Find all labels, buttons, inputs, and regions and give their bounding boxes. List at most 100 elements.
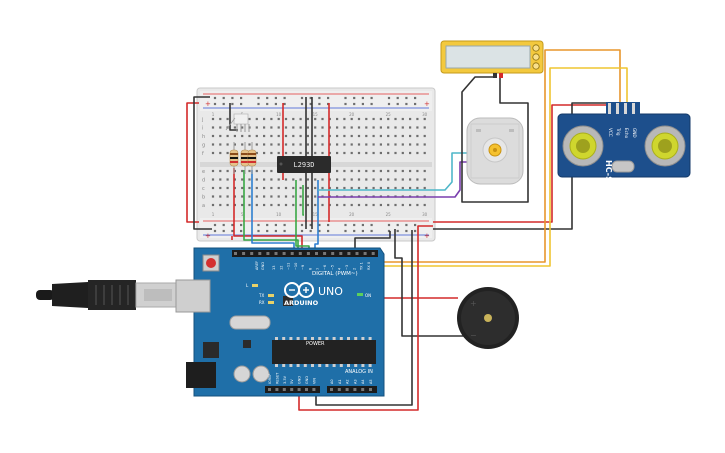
arduino-brand: ARDUINO (284, 299, 319, 307)
breadboard-column-number: 10 (276, 112, 282, 117)
header-pin[interactable] (290, 388, 294, 391)
reset-button[interactable] (206, 258, 216, 268)
multimeter-knob-icon (532, 62, 540, 70)
breadboard-row-letter: h (202, 134, 205, 140)
wire-black[interactable] (193, 96, 212, 230)
rail-plus-label: + (424, 232, 430, 240)
wire-black[interactable] (461, 76, 529, 203)
buzzer-plus-label: + (470, 299, 477, 308)
wire-red[interactable] (186, 102, 199, 223)
breadboard-column-number: 20 (349, 212, 355, 217)
power-pin-label: 5V (290, 379, 294, 384)
header-pin[interactable] (274, 252, 278, 255)
breadboard-column-number: 15 (313, 212, 319, 217)
chip-label: L293D (293, 161, 314, 169)
ultrasonic-sensor[interactable]: VCC Trig Echo GND HC-SR04 (557, 102, 691, 200)
header-pin[interactable] (312, 388, 316, 391)
power-pin-label: RESET (275, 372, 279, 384)
header-pin[interactable] (268, 388, 271, 391)
sensor-pin-label: Echo (624, 128, 629, 139)
header-pin[interactable] (282, 252, 286, 255)
header-pin[interactable] (298, 252, 302, 255)
header-pin[interactable] (330, 388, 333, 391)
header-pin[interactable] (323, 252, 327, 255)
digital-pin-label: ~6 (323, 265, 327, 270)
wire-black[interactable] (394, 229, 470, 337)
digital-header (232, 250, 378, 257)
wire-cyan[interactable] (318, 152, 470, 191)
header-pin[interactable] (306, 252, 310, 255)
arduino-uno[interactable]: DIGITAL (PWM~) POWER ANALOG IN AREF GND … (175, 247, 385, 397)
buzzer-minus-label: − (470, 331, 477, 340)
header-pin[interactable] (363, 252, 367, 255)
wire-red[interactable] (298, 225, 433, 411)
power-pin-label: IOREF (268, 374, 272, 384)
analog-header (327, 386, 377, 393)
breadboard-row-letter: b (202, 195, 205, 201)
led-on-label: ON (365, 293, 371, 298)
digital-pin-label: ~10 (294, 263, 298, 270)
breadboard-row-letter: f (202, 151, 204, 157)
led-rx-label: RX (259, 300, 265, 305)
header-pin[interactable] (282, 388, 286, 391)
breadboard-row-letter: j (201, 117, 203, 123)
wire-red[interactable] (433, 104, 610, 223)
piezo-buzzer[interactable]: + − (457, 287, 519, 349)
resistor-3[interactable] (247, 142, 257, 174)
rgb-led[interactable] (225, 113, 250, 132)
header-pin[interactable] (339, 252, 343, 255)
header-pin[interactable] (369, 388, 372, 391)
l293d-chip[interactable]: L293D (277, 156, 331, 173)
header-pin[interactable] (355, 252, 359, 255)
breadboard-column-number: 10 (276, 212, 282, 217)
usb-port (175, 279, 211, 313)
breadboard-row-letter: a (202, 203, 205, 209)
header-pin[interactable] (290, 252, 294, 255)
usb-cable[interactable] (36, 280, 177, 310)
breadboard-column-number: 25 (386, 212, 392, 217)
header-pin[interactable] (345, 388, 349, 391)
led-tx-label: TX (258, 293, 264, 298)
header-pin[interactable] (353, 388, 357, 391)
rail-plus-label: + (205, 100, 211, 108)
arduino-logo-icon (284, 282, 314, 298)
breadboard-row-letter: e (202, 169, 205, 175)
multimeter[interactable] (440, 40, 544, 78)
header-pin[interactable] (266, 252, 270, 255)
header-pin[interactable] (361, 388, 365, 391)
resistor-1[interactable] (229, 142, 239, 174)
digital-pin-label: ~11 (287, 263, 291, 270)
header-pin[interactable] (315, 252, 318, 255)
wire-black[interactable] (354, 231, 391, 252)
wire-red[interactable] (233, 168, 303, 252)
header-pin[interactable] (337, 388, 341, 391)
header-pin[interactable] (242, 252, 246, 255)
digital-pin-label: 12 (279, 266, 283, 270)
header-pin[interactable] (258, 252, 262, 255)
sensor-pin-label: VCC (608, 128, 613, 137)
header-pin[interactable] (331, 252, 335, 255)
wire-black[interactable] (229, 103, 238, 131)
header-pin[interactable] (234, 252, 237, 255)
digital-pin-label: 8 (309, 268, 313, 270)
wire-purple[interactable] (318, 161, 470, 198)
aref-label: AREF (255, 261, 259, 270)
breadboard-row-letter: i (202, 126, 203, 132)
breadboard-column-number: 1 (212, 212, 215, 217)
header-pin[interactable] (275, 388, 279, 391)
breadboard-column-number: 25 (386, 112, 392, 117)
header-pin[interactable] (305, 388, 308, 391)
header-pin[interactable] (347, 252, 351, 255)
breadboard-column-number: 20 (349, 112, 355, 117)
dc-motor[interactable] (466, 117, 524, 185)
header-pin[interactable] (250, 252, 254, 255)
sensor-label: HC-SR04 (604, 160, 613, 200)
wire-green[interactable] (302, 185, 304, 216)
digital-pin-label: 7 (316, 268, 320, 270)
header-pin[interactable] (297, 388, 301, 391)
header-pin[interactable] (371, 252, 375, 255)
multimeter-knob-icon (532, 44, 540, 52)
analog-pin-label: A2 (346, 379, 350, 384)
